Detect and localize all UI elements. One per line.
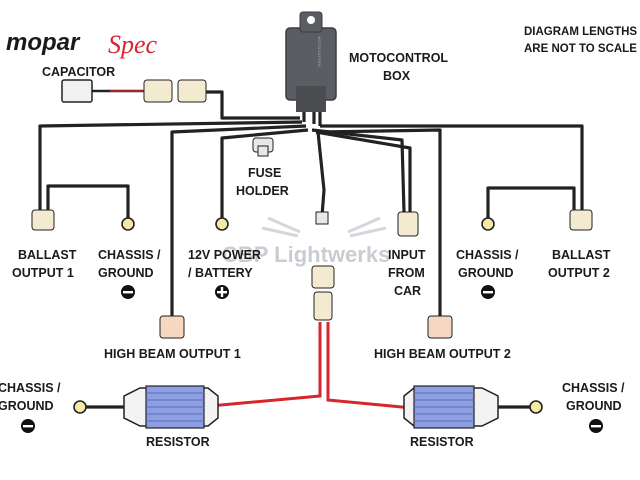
wire-red-left [209, 322, 322, 408]
wire-harness [38, 90, 584, 409]
resistor-right [403, 385, 499, 429]
watermark: CBP Lightwerks [222, 216, 390, 267]
chassis-right-ring [481, 217, 495, 231]
capacitor [61, 79, 207, 103]
fuse-holder-line2: HOLDER [236, 184, 289, 198]
mopar-spec-logo: mopar Spec [6, 29, 158, 59]
res-right-ground-ring [529, 400, 543, 414]
logo-part2: Spec [108, 30, 158, 59]
box-label-line1: MOTOCONTROL [349, 51, 448, 65]
capacitor-label: CAPACITOR [42, 65, 115, 79]
ballast2-line1: BALLAST [552, 248, 611, 262]
box-casing-text: MOTOCONTROL [317, 36, 322, 68]
chassis-right-line2: GROUND [458, 266, 514, 280]
input-car-connector [397, 211, 419, 237]
ballast1-line1: BALLAST [18, 248, 77, 262]
resistor-right-label: RESISTOR [410, 435, 474, 449]
highbeam2-label: HIGH BEAM OUTPUT 2 [374, 347, 511, 361]
minus-icon-left [121, 285, 135, 299]
ballast2-connector [569, 209, 593, 231]
wire-input-car [311, 128, 406, 213]
res-left-ground-ring [73, 400, 87, 414]
minus-icon-res-left [21, 419, 35, 433]
motocontrol-box: MOTOCONTROL [285, 11, 337, 112]
resistor-left-label: RESISTOR [146, 435, 210, 449]
wire-ballast1 [38, 120, 303, 212]
chassis-res-left-line1: CHASSIS / [0, 381, 61, 395]
power-line1: 12V POWER [188, 248, 261, 262]
fuse-holder [252, 137, 274, 157]
chassis-res-right-line1: CHASSIS / [562, 381, 625, 395]
logo-part1: mopar [6, 29, 81, 56]
minus-icon-res-right [589, 419, 603, 433]
input-car-line2: FROM [388, 266, 425, 280]
chassis-left-ring [121, 217, 135, 231]
wire-chassis-right [486, 186, 576, 218]
highbeam1-label: HIGH BEAM OUTPUT 1 [104, 347, 241, 361]
chassis-right-line1: CHASSIS / [456, 248, 519, 262]
minus-icon-right [481, 285, 495, 299]
highbeam1-connector [159, 315, 185, 339]
highbeam2-connector [427, 315, 453, 339]
wire-highbeam2 [319, 128, 442, 318]
watermark-text: CBP Lightwerks [222, 242, 390, 267]
wire-chassis-left [46, 184, 130, 218]
wire-highbeam1 [170, 124, 307, 318]
chassis-left-line2: GROUND [98, 266, 154, 280]
ballast2-line2: OUTPUT 2 [548, 266, 610, 280]
input-car-line3: CAR [394, 284, 421, 298]
chassis-res-right-line2: GROUND [566, 399, 622, 413]
ballast1-connector [31, 209, 55, 231]
power-line2: / BATTERY [188, 266, 253, 280]
wire-power [220, 128, 309, 218]
power-ring [215, 217, 229, 231]
note-line2: ARE NOT TO SCALE [524, 43, 637, 55]
chassis-left-line1: CHASSIS / [98, 248, 161, 262]
wire-center [316, 131, 326, 217]
ballast1-line2: OUTPUT 1 [12, 266, 74, 280]
plus-icon [215, 285, 229, 299]
center-connector [311, 211, 335, 321]
box-label-line2: BOX [383, 69, 411, 83]
resistor-left [123, 385, 219, 429]
note-line1: DIAGRAM LENGTHS [524, 26, 637, 38]
wire-input-car-2 [315, 130, 412, 212]
wire-red-right [326, 322, 413, 410]
input-car-line1: INPUT [388, 248, 426, 262]
wire-ballast2 [320, 124, 584, 212]
wire-capacitor [205, 90, 300, 120]
red-wires [209, 322, 413, 410]
fuse-holder-line1: FUSE [248, 166, 281, 180]
chassis-res-left-line2: GROUND [0, 399, 54, 413]
